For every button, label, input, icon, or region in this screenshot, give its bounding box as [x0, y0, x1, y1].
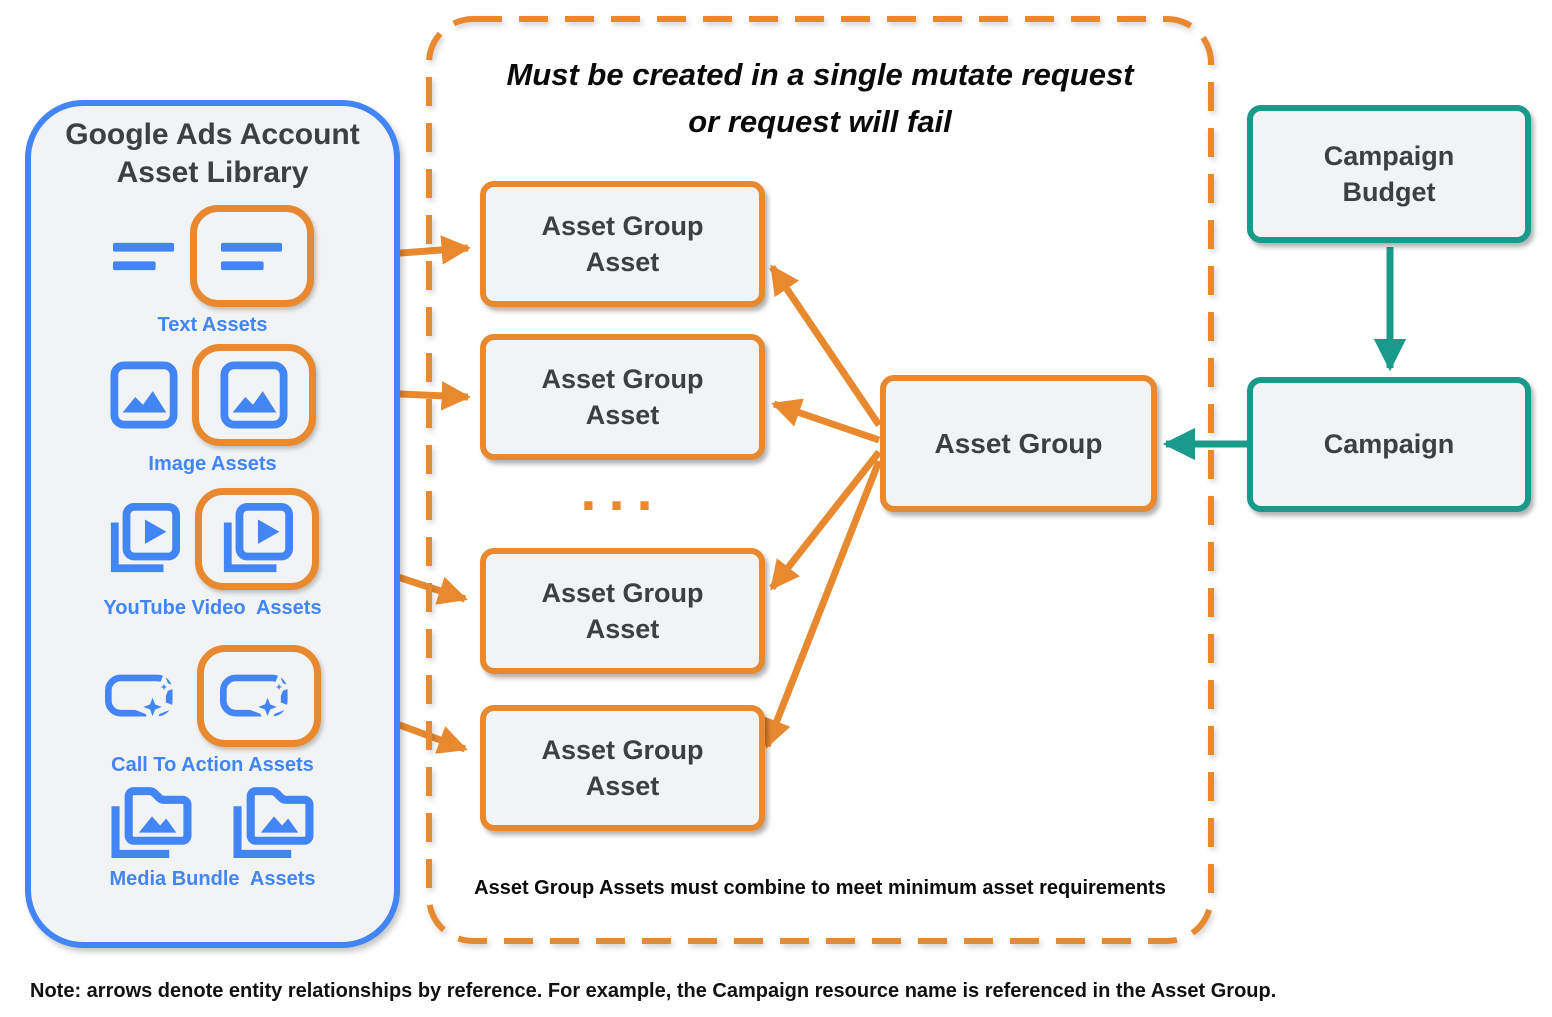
campaign-box: Campaign [1247, 377, 1531, 512]
image-asset-icon [220, 361, 288, 429]
media-bundle-assets-label: Media Bundle Assets [109, 868, 316, 890]
arrow-asset-group-to-asset-group-asset-4 [762, 459, 883, 749]
youtube-video-asset-icon [107, 502, 181, 576]
image-asset-highlight-box [191, 344, 316, 446]
text-assets-row: Text Assets [25, 205, 400, 337]
youtube-assets-row: YouTube Video Assets [25, 488, 400, 620]
arrow-asset-group-to-asset-group-asset-2 [771, 398, 881, 444]
youtube-video-asset-highlight-box [194, 488, 319, 590]
asset-library-panel [25, 100, 400, 948]
call-to-action-asset-highlight-box [196, 645, 321, 747]
cta-assets-row: Call To Action Assets [25, 645, 400, 777]
asset-requirements-footnote: Asset Group Assets must combine to meet … [474, 877, 1166, 899]
arrow-asset-group-to-asset-group-asset-1 [769, 264, 882, 427]
text-asset-icon [112, 240, 176, 273]
image-assets-label: Image Assets [148, 453, 277, 475]
media-bundle-assets-row: Media Bundle Assets [25, 782, 400, 891]
text-assets-label: Text Assets [157, 314, 268, 336]
mutate-request-title: Must be created in a single mutate reque… [506, 57, 1134, 139]
arrow-asset-group-to-asset-group-asset-3 [769, 449, 882, 591]
youtube-video-assets-label: YouTube Video Assets [103, 597, 322, 619]
call-to-action-assets-label: Call To Action Assets [111, 754, 314, 776]
campaign-budget-box: Campaign Budget [1247, 105, 1531, 243]
call-to-action-asset-icon [105, 665, 183, 728]
image-assets-row: Image Assets [25, 344, 400, 476]
asset-group-asset-box-2: Asset Group Asset [480, 334, 765, 460]
asset-group-asset-box-4: Asset Group Asset [480, 705, 765, 831]
ellipsis-more-assets: ... [580, 458, 665, 523]
asset-group-asset-box-1: Asset Group Asset [480, 181, 765, 307]
media-bundle-asset-icon [230, 782, 318, 861]
asset-group-box: Asset Group [880, 375, 1157, 512]
image-asset-icon [110, 361, 178, 429]
youtube-video-asset-icon [220, 502, 294, 576]
call-to-action-asset-icon [220, 665, 298, 728]
text-asset-highlight-box [189, 205, 314, 307]
media-bundle-asset-icon [108, 782, 196, 861]
asset-group-asset-box-3: Asset Group Asset [480, 548, 765, 674]
text-asset-icon [220, 240, 284, 273]
reference-note: Note: arrows denote entity relationships… [30, 980, 1277, 1002]
asset-library-title: Google Ads Account Asset Library [65, 118, 360, 189]
